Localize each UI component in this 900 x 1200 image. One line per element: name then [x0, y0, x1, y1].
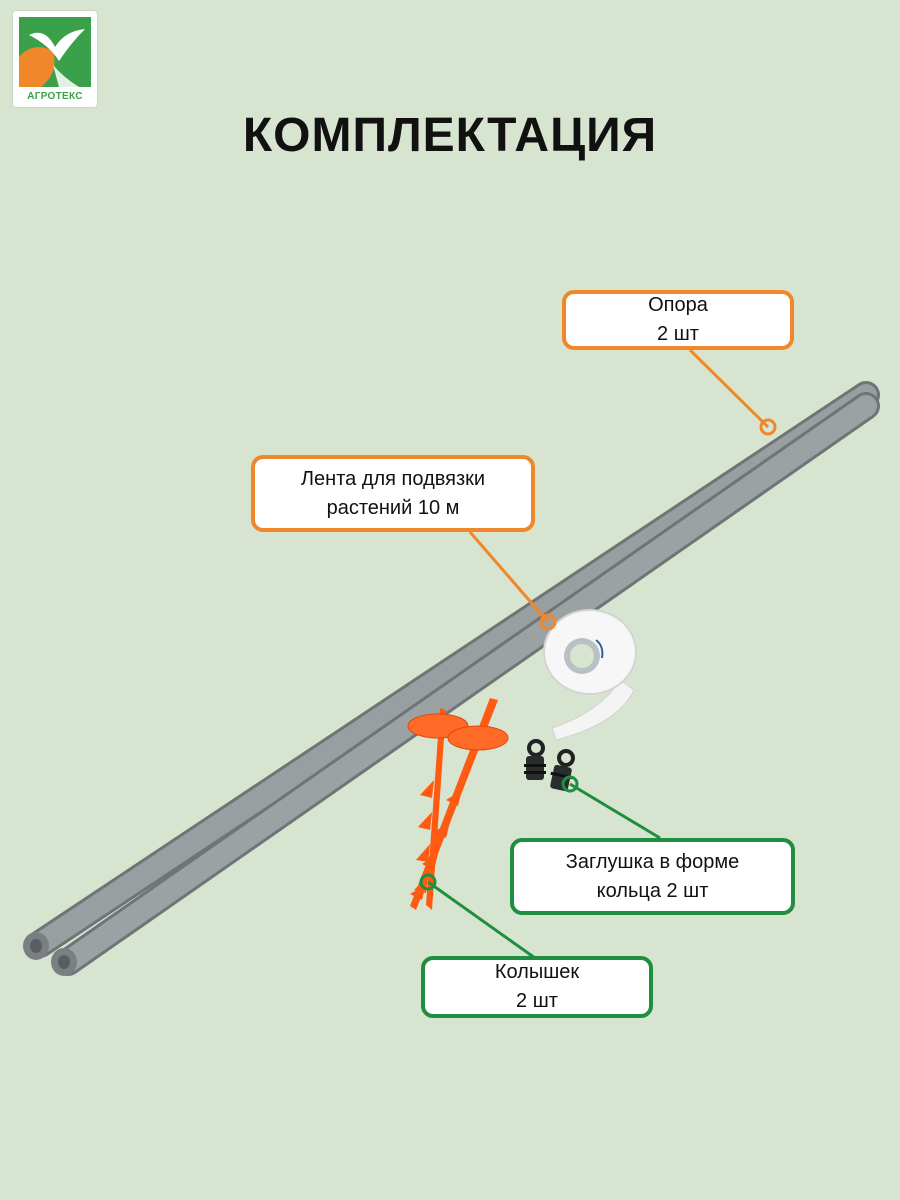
leader-line-plug [561, 775, 661, 840]
stake-icon [410, 698, 509, 910]
callout-support-line2: 2 шт [657, 323, 699, 345]
callout-tape-line2: растений 10 м [326, 496, 460, 519]
ring-plug-icon [524, 739, 546, 780]
callout-plug-line1: Заглушка в форме [565, 850, 740, 873]
page-title: КОМПЛЕКТАЦИЯ [242, 109, 658, 162]
callout-tape: Лента для подвязки растений 10 м [251, 455, 535, 532]
leader-line-support [688, 348, 777, 436]
callout-plug-line2: кольца 2 шт [596, 879, 709, 902]
callout-plug: Заглушка в форме кольца 2 шт [510, 838, 795, 915]
leader-line-stake [419, 873, 536, 960]
support-pole-icon [51, 392, 880, 976]
tape-roll-icon [543, 609, 637, 741]
callout-support-line1: Опора [648, 294, 708, 316]
callout-support: Опора 2 шт [562, 290, 794, 350]
callout-stake-line2: 2 шт [516, 990, 558, 1012]
brand-logo-icon [19, 17, 91, 87]
leader-line-tape [468, 531, 557, 631]
callout-stake-line1: Колышек [494, 961, 580, 983]
brand-name: АГРОТЕКС [27, 91, 83, 102]
callout-stake: Колышек 2 шт [421, 956, 653, 1018]
brand-logo: АГРОТЕКС [13, 11, 97, 107]
ring-plug-icon [550, 749, 575, 792]
callout-tape-line1: Лента для подвязки [300, 467, 486, 490]
